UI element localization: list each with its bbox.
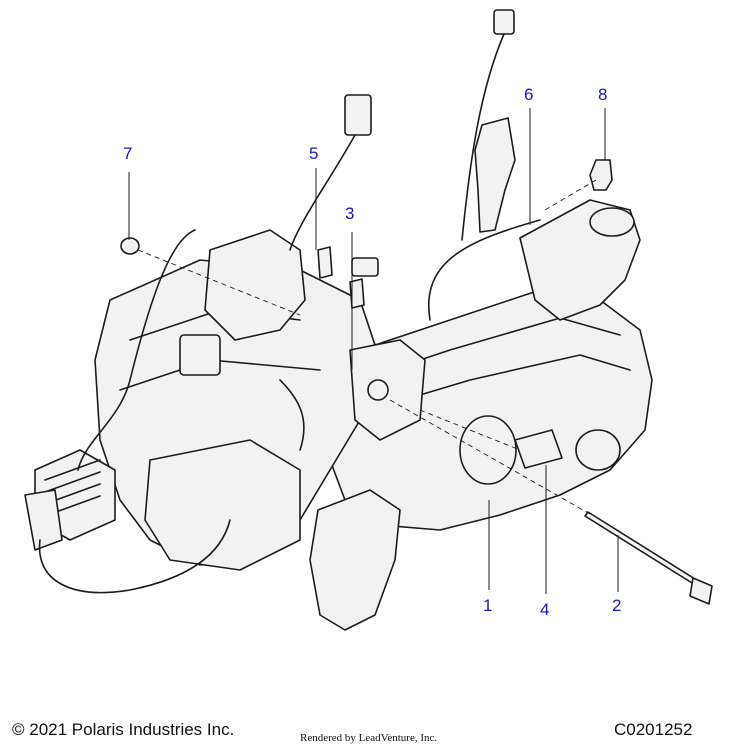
- callout-6[interactable]: 6: [524, 85, 534, 104]
- callout-4[interactable]: 4: [540, 600, 550, 619]
- spacer: [514, 429, 563, 469]
- callout-7[interactable]: 7: [123, 144, 133, 163]
- callout-5[interactable]: 5: [309, 144, 319, 163]
- vent-hose: [77, 229, 196, 471]
- top-connector: [493, 9, 515, 35]
- callout-2[interactable]: 2: [612, 596, 622, 615]
- cvt-cover-cap: [575, 429, 621, 471]
- breather-hose: [427, 219, 541, 321]
- oil-filter: [24, 489, 63, 551]
- callout-3[interactable]: 3: [345, 204, 355, 223]
- diagram-code: C0201252: [614, 720, 693, 739]
- elbow-fitting: [589, 159, 613, 191]
- breather-sensor: [474, 117, 516, 233]
- ignition-coil: [179, 334, 221, 376]
- rendered-by-text: Rendered by LeadVenture, Inc.: [300, 732, 438, 744]
- leader-8-dashed: [544, 179, 597, 211]
- through-bolt-head: [689, 577, 713, 605]
- callout-1[interactable]: 1: [483, 596, 493, 615]
- oil-pan: [144, 439, 301, 571]
- throttle-body: [204, 229, 306, 341]
- leader-2-dashed: [389, 399, 591, 515]
- copyright-text: © 2021 Polaris Industries Inc.: [12, 720, 235, 739]
- callout-8[interactable]: 8: [598, 85, 608, 104]
- through-bolt: [584, 511, 704, 589]
- cvt-intake-opening: [589, 207, 635, 237]
- leader-7-dashed: [137, 249, 301, 316]
- bolt-5a: [317, 246, 333, 279]
- wire-connector: [351, 257, 379, 277]
- harness-connector: [344, 94, 372, 136]
- sensor-wire: [279, 379, 305, 451]
- regulator-fins: [44, 459, 101, 517]
- clutch-hub: [459, 415, 517, 485]
- cvt-outlet-duct: [309, 489, 401, 631]
- bolt-5b: [349, 278, 365, 309]
- harness-wire-left: [289, 134, 356, 251]
- wire-harness-top: [461, 33, 505, 241]
- mount-bushing: [367, 379, 389, 401]
- coolant-hose-left: [38, 519, 231, 594]
- grommet: [120, 237, 140, 255]
